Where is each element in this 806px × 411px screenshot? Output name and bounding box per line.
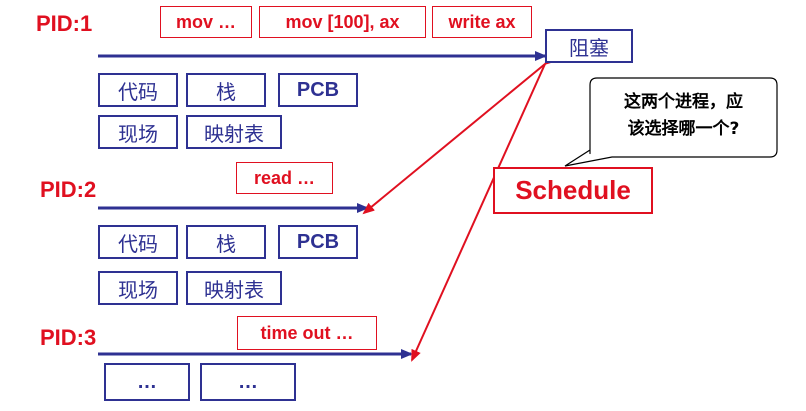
pid1-instruction-mov-100-ax: mov [100], ax bbox=[259, 6, 426, 38]
schedule-arrow-to-pid2 bbox=[362, 53, 556, 215]
pid2-mapping-table-box: 映射表 bbox=[186, 271, 282, 305]
pid1-mapping-table-box: 映射表 bbox=[186, 115, 282, 149]
blocked-state-box: 阻塞 bbox=[545, 29, 633, 63]
pid1-pcb-box: PCB bbox=[278, 73, 358, 107]
callout-line-1: 这两个进程，应 bbox=[624, 92, 743, 112]
pid2-pcb-box: PCB bbox=[278, 225, 358, 259]
pid2-code-box: 代码 bbox=[98, 225, 178, 259]
pid1-code-box: 代码 bbox=[98, 73, 178, 107]
pid1-instruction-write-ax: write ax bbox=[432, 6, 532, 38]
pid3-label: PID:3 bbox=[40, 325, 97, 350]
pid2-instruction-read: read … bbox=[236, 162, 333, 194]
pid2-context-box: 现场 bbox=[98, 271, 178, 305]
pid2-stack-box: 栈 bbox=[186, 225, 266, 259]
pid1-label: PID:1 bbox=[36, 11, 93, 36]
schedule-arrow-to-pid3 bbox=[411, 63, 546, 362]
callout-bubble bbox=[564, 77, 778, 167]
pid3-instruction-time-out: time out … bbox=[237, 316, 377, 350]
pid2-label: PID:2 bbox=[40, 177, 97, 202]
pid3-ellipsis-box-1: … bbox=[104, 363, 190, 401]
callout-line-2: 该选择哪一个? bbox=[627, 119, 740, 139]
pid1-stack-box: 栈 bbox=[186, 73, 266, 107]
schedule-box: Schedule bbox=[493, 167, 653, 214]
pid3-ellipsis-box-2: … bbox=[200, 363, 296, 401]
pid1-instruction-mov: mov … bbox=[160, 6, 252, 38]
pid1-context-box: 现场 bbox=[98, 115, 178, 149]
